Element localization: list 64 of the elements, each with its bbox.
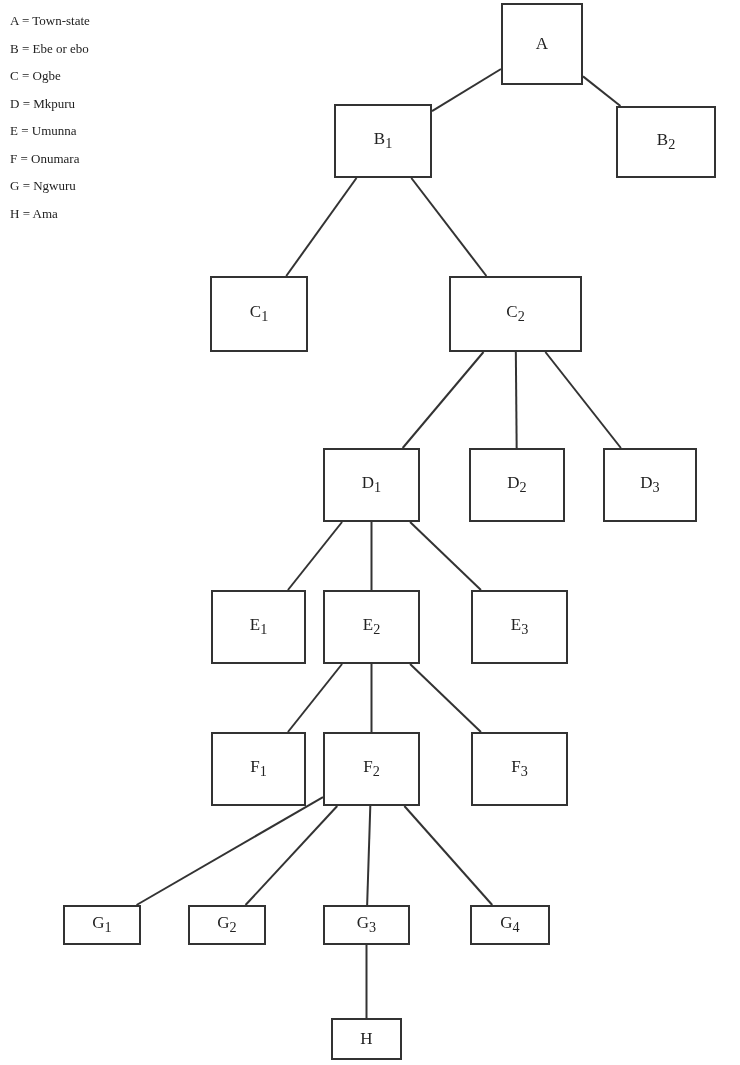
connector-line bbox=[370, 663, 373, 733]
node-label: E$_{2}$ bbox=[362, 615, 381, 639]
tree-box bbox=[469, 448, 565, 522]
tree-box bbox=[603, 448, 697, 522]
connector-line bbox=[409, 521, 482, 591]
node-label: G$_{4}$ bbox=[500, 913, 520, 937]
tree-box bbox=[470, 905, 550, 945]
node-label: A bbox=[535, 34, 549, 54]
tree-box bbox=[63, 905, 141, 945]
tree-box bbox=[334, 104, 432, 178]
node-label: G$_{3}$ bbox=[356, 913, 377, 937]
connector-line bbox=[286, 521, 344, 591]
legend-key-text: D = Mkpuru bbox=[10, 95, 76, 112]
node-label: C$_{1}$ bbox=[249, 302, 269, 326]
node-label: G$_{2}$ bbox=[217, 913, 237, 937]
legend-key-text: G = Ngwuru bbox=[10, 178, 76, 194]
node-label: D$_{2}$ bbox=[507, 473, 527, 497]
legend-key-text: A = Town-state bbox=[10, 13, 90, 29]
node-label: G$_{1}$ bbox=[92, 913, 112, 937]
node-label: B$_{1}$ bbox=[373, 129, 393, 153]
connector-line bbox=[285, 177, 358, 277]
tree-box bbox=[211, 590, 306, 664]
tree-box bbox=[501, 3, 583, 85]
node-label: D$_{1}$ bbox=[361, 473, 382, 497]
connector-line bbox=[135, 796, 324, 906]
connector-line bbox=[244, 805, 339, 906]
legend-key-text: F = Onumara bbox=[10, 150, 80, 167]
connector-line bbox=[582, 75, 622, 107]
tree-box bbox=[323, 905, 410, 945]
connector-line bbox=[403, 805, 494, 906]
legend-key-text: E = Umunna bbox=[10, 123, 77, 139]
tree-box bbox=[323, 732, 420, 806]
legend-key-text: B = Ebe or ebo bbox=[10, 40, 89, 57]
connector-line bbox=[401, 351, 485, 449]
node-label: B$_{2}$ bbox=[656, 130, 676, 154]
node-label: E$_{3}$ bbox=[510, 615, 529, 639]
connector-line bbox=[370, 521, 373, 591]
tree-box bbox=[323, 590, 420, 664]
node-label: F$_{2}$ bbox=[363, 757, 380, 781]
connector-line bbox=[431, 68, 502, 113]
connector-line bbox=[366, 805, 372, 906]
legend-key-text: C = Ogbe bbox=[10, 68, 61, 84]
legend-key-text: H = Ama bbox=[10, 205, 58, 222]
connector-line bbox=[514, 351, 518, 449]
connector-line bbox=[409, 663, 482, 733]
connector-line bbox=[365, 944, 368, 1019]
tree-box bbox=[616, 106, 716, 178]
tree-box bbox=[471, 590, 568, 664]
node-label: H bbox=[360, 1029, 373, 1049]
node-label: C$_{2}$ bbox=[506, 302, 525, 326]
tree-box bbox=[211, 732, 306, 806]
tree-box bbox=[210, 276, 308, 352]
tree-box bbox=[449, 276, 582, 352]
tree-box bbox=[188, 905, 266, 945]
node-label: F$_{1}$ bbox=[250, 757, 267, 781]
connector-line bbox=[286, 663, 344, 733]
tree-box bbox=[331, 1018, 402, 1060]
connector-line bbox=[544, 351, 622, 449]
connector-line bbox=[410, 177, 488, 277]
node-label: E$_{1}$ bbox=[249, 615, 268, 639]
tree-box bbox=[323, 448, 420, 522]
node-label: D$_{3}$ bbox=[640, 473, 660, 497]
node-label: F$_{3}$ bbox=[511, 757, 528, 781]
tree-box bbox=[471, 732, 568, 806]
